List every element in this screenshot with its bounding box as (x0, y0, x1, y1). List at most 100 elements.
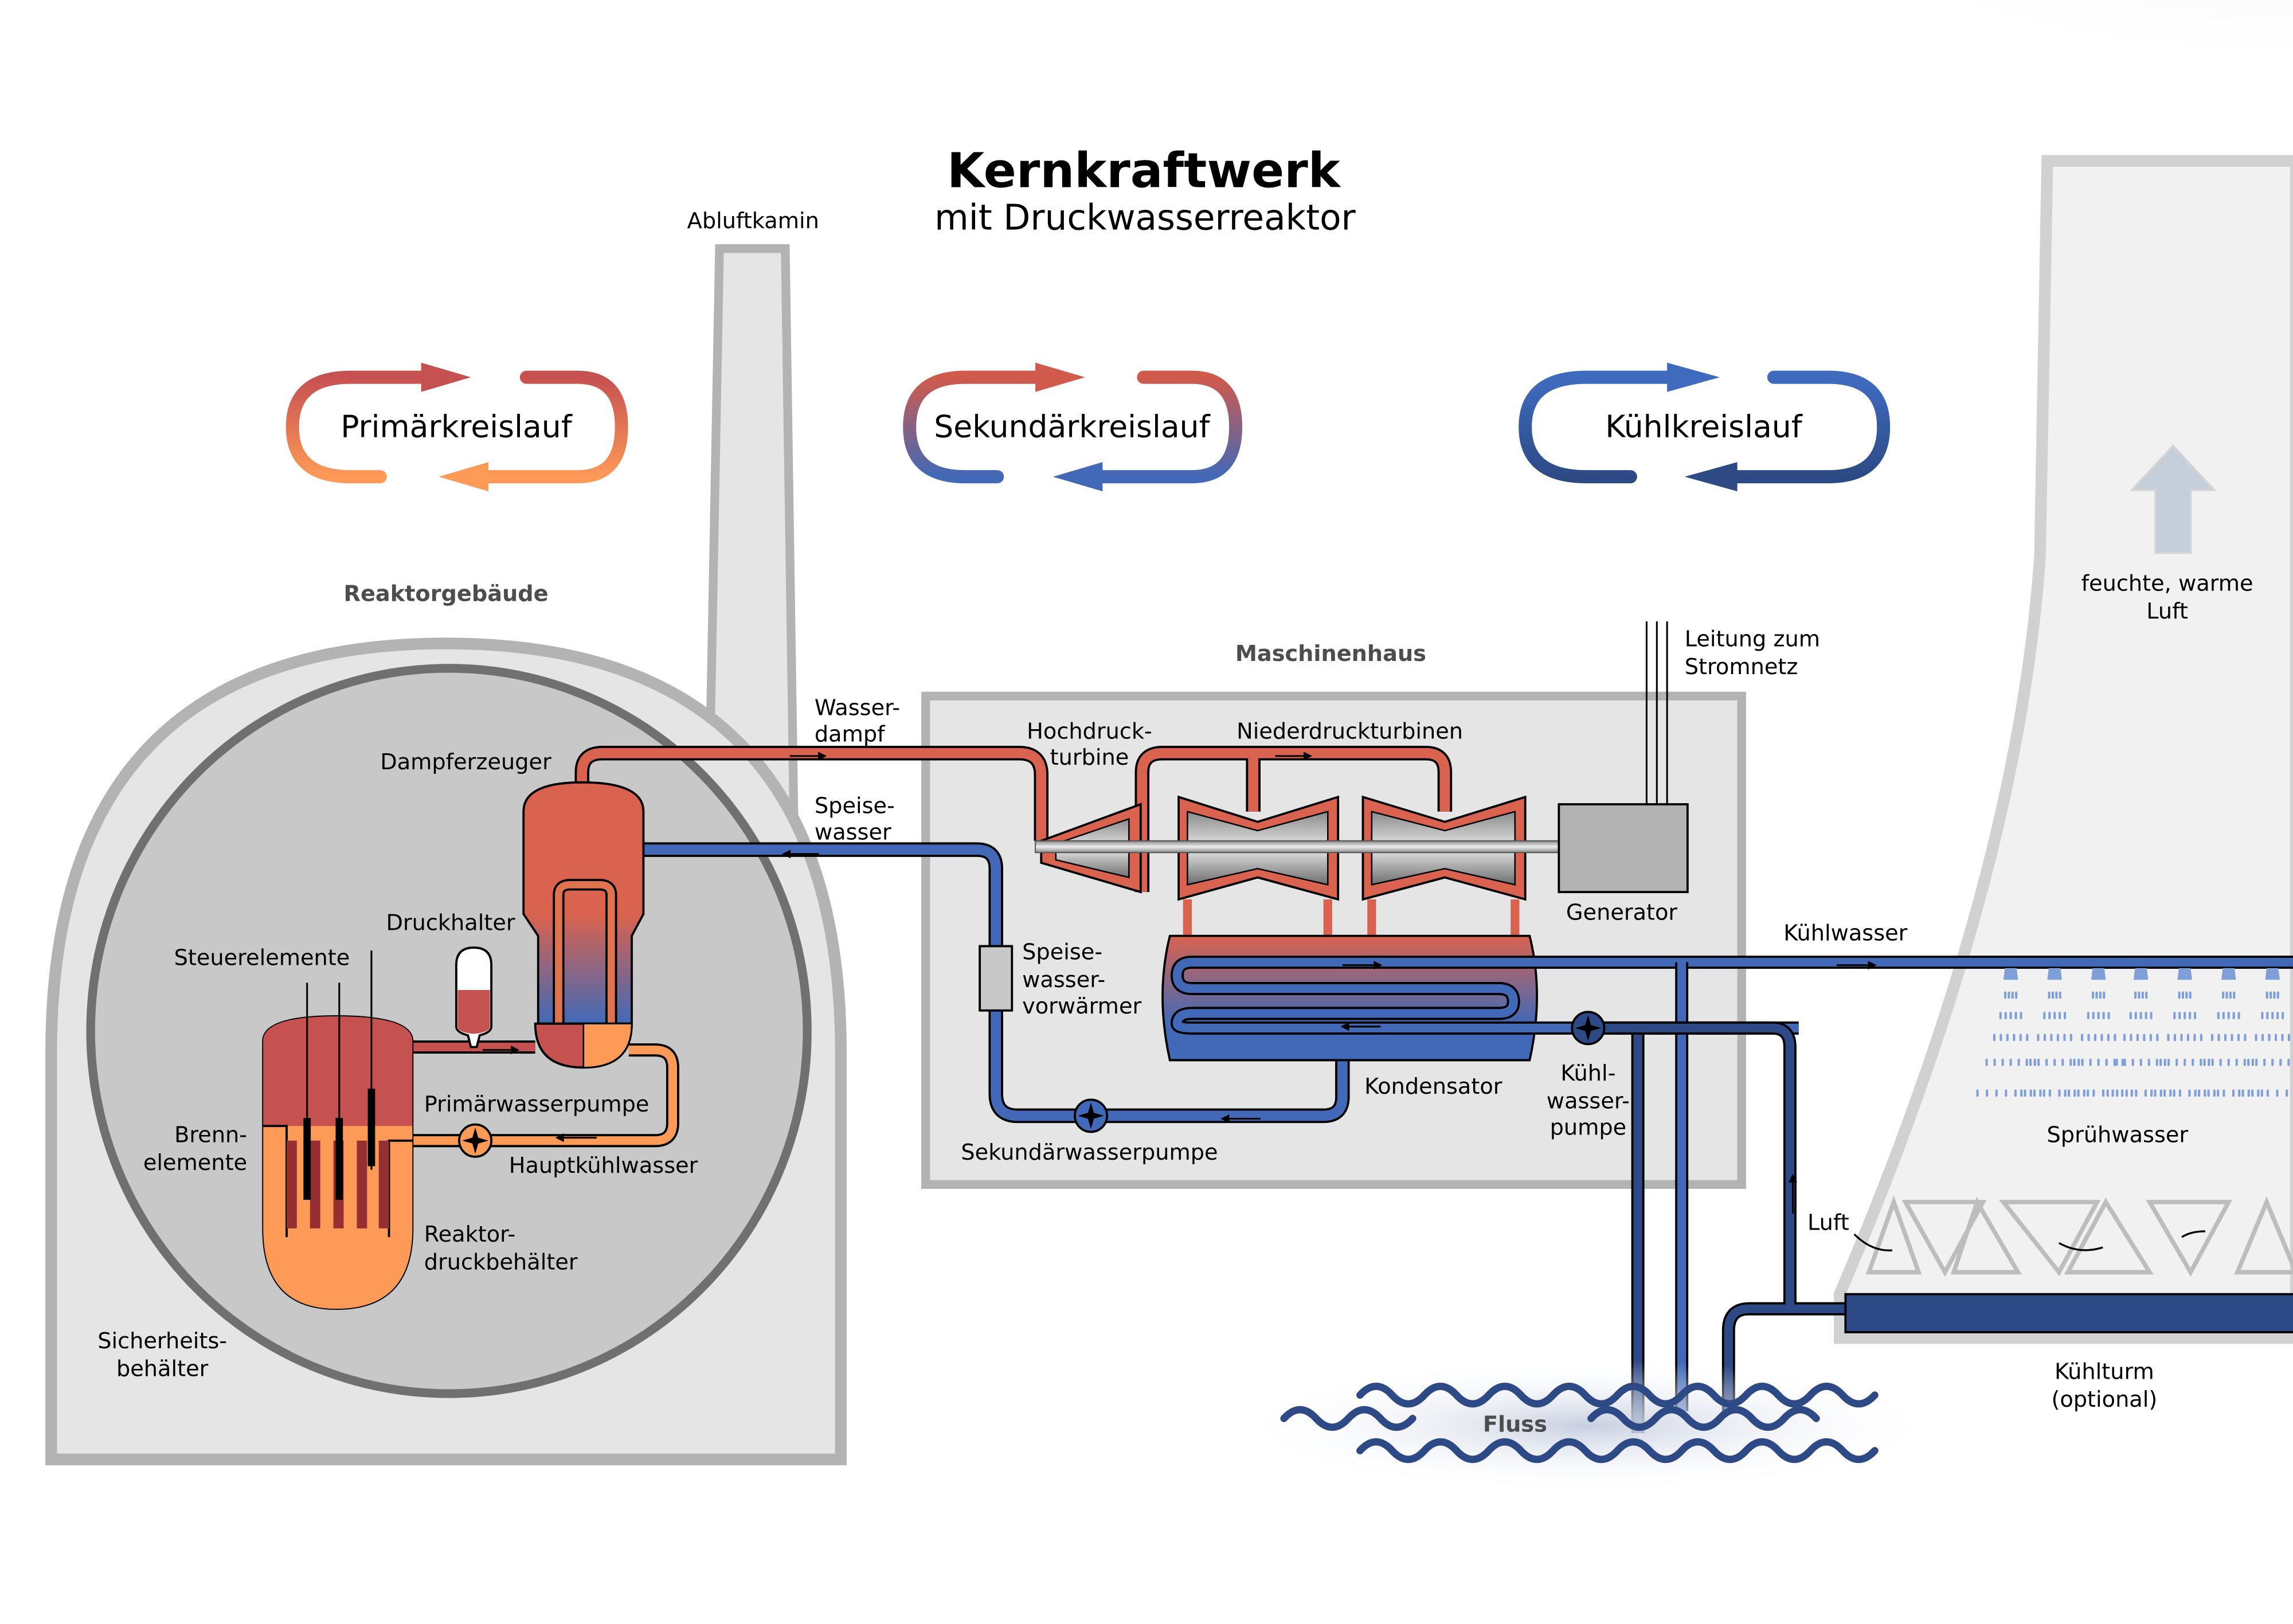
spray-drop (2094, 1034, 2096, 1042)
spray-drop (2087, 1034, 2090, 1042)
steam-generator-label: Dampferzeuger (380, 749, 551, 775)
spray-drop (2274, 1034, 2278, 1042)
cooling-coil (1172, 957, 2293, 1033)
spray-drop (2009, 1058, 2012, 1066)
spray-drop (2130, 1034, 2132, 1042)
spray-drop (2175, 1058, 2178, 1066)
loop-icon-primary (285, 362, 628, 492)
spray-drop (2050, 1034, 2053, 1042)
spray-drop (2255, 1034, 2257, 1042)
spray-drop (2243, 1058, 2246, 1066)
spray-drop (2147, 1058, 2150, 1066)
spray-drop (2043, 1034, 2046, 1042)
spray-drop (2231, 1034, 2233, 1042)
spray-drop (2271, 1012, 2274, 1020)
spray-drop (2149, 1034, 2152, 1042)
spray-drop (2045, 1058, 2048, 1066)
spray-drop (2204, 1089, 2206, 1097)
spray-drop (1993, 1034, 1995, 1042)
cooling-basin (1844, 1293, 2293, 1333)
spray-drop (2103, 991, 2106, 999)
spray-drop (2139, 1012, 2142, 1020)
spray-nozzle-icon (2047, 968, 2062, 980)
spray-drop (2037, 1058, 2040, 1066)
spray-drop (2178, 991, 2181, 999)
spray-drop (2213, 1089, 2216, 1097)
steam-label-1: Wasser- (815, 695, 900, 721)
spray-drop (1993, 1058, 1996, 1066)
sg-cold-plenum (582, 1023, 633, 1069)
spray-drop (2222, 991, 2225, 999)
containment-label-2: behälter (116, 1356, 209, 1382)
feedwater-label-2: wasser (815, 819, 891, 845)
spray-drop (2123, 1058, 2126, 1066)
spray-drop (2238, 1089, 2241, 1097)
spray-drop (2244, 1034, 2247, 1042)
spray-drop (2255, 1058, 2258, 1066)
cooling-tower-label-1: Kühlturm (2055, 1359, 2154, 1385)
spray-drop (2056, 1034, 2059, 1042)
spray-drop (2217, 1012, 2220, 1020)
spray-drop (2095, 991, 2098, 999)
loop-icon-cooling (1519, 362, 1891, 492)
spray-drop (2145, 991, 2148, 999)
spray-drop (2136, 1034, 2139, 1042)
fuel-elements-label-2: elemente (143, 1150, 247, 1176)
spray-drop (2180, 1034, 2183, 1042)
spray-drop (2194, 1012, 2197, 1020)
spray-drop (2286, 1089, 2288, 1097)
spray-drop (2020, 1012, 2022, 1020)
main-coolant-label: Hauptkühlwasser (509, 1153, 698, 1179)
spray-drop (2069, 1058, 2072, 1066)
spray-drop (2217, 1089, 2220, 1097)
cooling-tower-label-2: (optional) (2051, 1387, 2157, 1412)
spray-drop (2048, 991, 2051, 999)
spray-drop (2080, 1034, 2084, 1042)
spray-drop (2125, 1089, 2128, 1097)
spray-drop (2276, 1012, 2279, 1020)
containment (86, 664, 812, 1398)
spray-drop (2008, 991, 2010, 999)
cooling-tower (1833, 155, 2293, 1344)
spray-drop (2192, 1058, 2194, 1066)
spray-nozzle-icon (2091, 968, 2106, 980)
spray-drop (2266, 1089, 2269, 1097)
spray-drop (2081, 1058, 2084, 1066)
secondary-pump-label: Sekundärwasserpumpe (961, 1140, 1218, 1165)
pump-star-icon (1078, 1102, 1105, 1129)
spray-nozzle-icon (2003, 968, 2018, 980)
spray-drop (2131, 1058, 2134, 1066)
spray-drop (2048, 1089, 2051, 1097)
chimney-label: Abluftkamin (687, 208, 819, 234)
spray-drop (2113, 1058, 2116, 1066)
spray-drop (2210, 1034, 2214, 1042)
humid-air-arrow-icon (2129, 444, 2217, 554)
spray-drop (2116, 1089, 2119, 1097)
spray-drop (2167, 1058, 2170, 1066)
spray-drop (2009, 1012, 2012, 1020)
river-waves (1280, 1383, 1879, 1463)
spray-drop (2001, 1058, 2004, 1066)
spray-drop (2281, 1034, 2284, 1042)
spray-drop (2107, 1034, 2110, 1042)
spray-drop (2087, 1089, 2089, 1097)
page-subtitle: mit Druckwasserreaktor (934, 198, 1356, 238)
spray-drop (2139, 1058, 2142, 1066)
spray-drop (2121, 1058, 2124, 1066)
spray-drop (2014, 1089, 2017, 1097)
spray-drop (2121, 1089, 2124, 1097)
spray-water (1976, 968, 2290, 1097)
spray-drop (1985, 1058, 1988, 1066)
preheater-label-2: wasser- (1022, 967, 1105, 993)
spray-drop (2129, 1012, 2132, 1020)
humid-air-label-2: Luft (2146, 598, 2188, 624)
spray-water-label: Sprühwasser (2047, 1122, 2189, 1148)
spray-drop (2276, 991, 2279, 999)
spray-drop (2011, 991, 2014, 999)
spray-drop (2037, 1034, 2040, 1042)
spray-drop (1999, 1034, 2002, 1042)
hp-turbine-label-1: Hochdruck- (1027, 718, 1152, 744)
u-tube (555, 881, 615, 1024)
